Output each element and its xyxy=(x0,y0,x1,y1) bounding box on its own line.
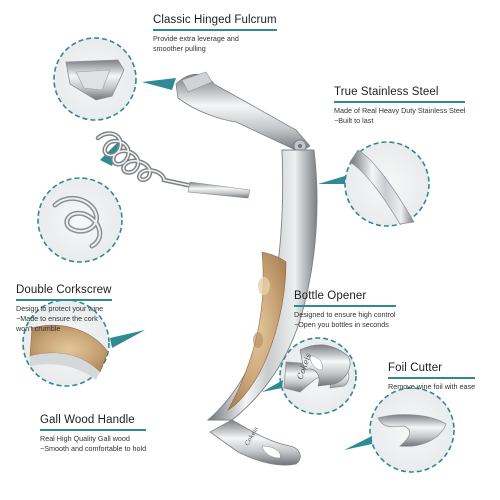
feature-bottle-opener: Bottle Opener Designed to ensure high co… xyxy=(294,290,396,330)
feature-desc-line: Designed to ensure high control xyxy=(294,309,396,319)
feature-desc-line: Real High Quality Gall wood xyxy=(40,433,130,443)
feature-desc-line: Made of Real Heavy Duty Stainless Steel xyxy=(334,105,466,115)
feature-desc-line: Design to protect your wine xyxy=(16,303,104,313)
feature-title: Gall Wood Handle xyxy=(40,414,146,431)
detail-circle-wood xyxy=(22,299,145,387)
feature-fulcrum: Classic Hinged Fulcrum Provide extra lev… xyxy=(153,14,277,54)
feature-desc-line: −Built to last xyxy=(334,115,374,125)
detail-circle-foil-cutter xyxy=(344,387,455,473)
corkscrew-tool: Cokeis Cokeis xyxy=(95,71,351,466)
detail-circle-fulcrum xyxy=(53,37,176,121)
feature-title: Bottle Opener xyxy=(294,290,396,307)
feature-foil-cutter: Foil Cutter Remove wine foil with ease xyxy=(388,362,475,392)
feature-desc-line: −Made to ensure the cork xyxy=(16,313,98,323)
feature-title: True Stainless Steel xyxy=(334,86,465,103)
feature-title: Foil Cutter xyxy=(388,362,475,379)
feature-desc-line: −Smooth and comfortable to hold xyxy=(40,443,147,453)
feature-wood-handle: Gall Wood Handle Real High Quality Gall … xyxy=(40,414,146,454)
feature-desc-line: −Open you bottles in seconds xyxy=(294,319,389,329)
feature-steel: True Stainless Steel Made of Real Heavy … xyxy=(334,86,465,126)
feature-desc-line: Provide extra leverage and xyxy=(153,33,239,43)
detail-circle-steel xyxy=(318,141,430,227)
feature-desc-line: won’t crumble xyxy=(16,323,61,333)
detail-circle-corkscrew xyxy=(37,140,123,263)
feature-title: Double Corkscrew xyxy=(16,284,112,301)
feature-title: Classic Hinged Fulcrum xyxy=(153,14,277,31)
feature-desc-line: smoother pulling xyxy=(153,43,206,53)
feature-desc-line: Remove wine foil with ease xyxy=(388,381,476,391)
feature-corkscrew: Double Corkscrew Design to protect your … xyxy=(16,284,112,334)
